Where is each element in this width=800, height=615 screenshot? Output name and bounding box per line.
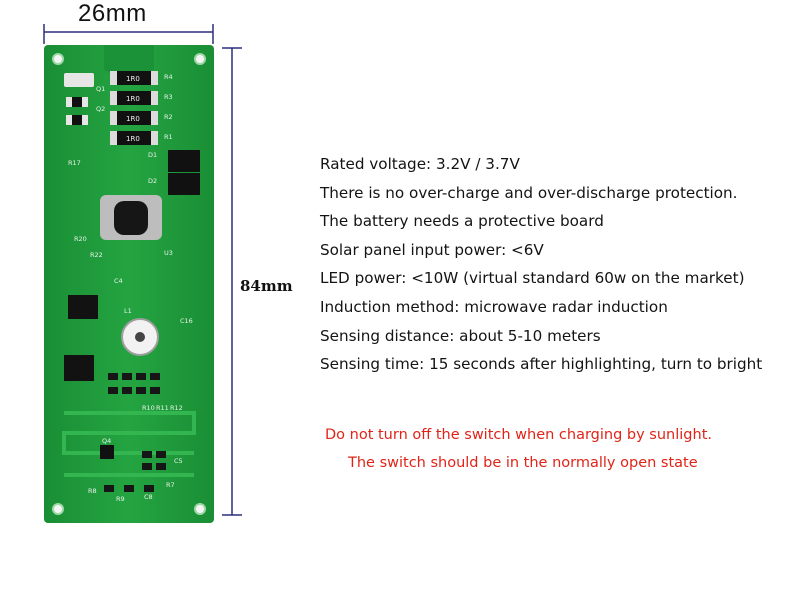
spec-solar-input: Solar panel input power: <6V xyxy=(320,240,544,259)
spec-no-protection: There is no over-charge and over-dischar… xyxy=(320,183,738,202)
svg-text:R4: R4 xyxy=(164,73,173,81)
svg-text:C8: C8 xyxy=(144,493,153,501)
spec-rated-voltage: Rated voltage: 3.2V / 3.7V xyxy=(320,155,520,173)
spec-led-power: LED power: <10W (virtual standard 60w on… xyxy=(320,269,745,288)
svg-text:Q4: Q4 xyxy=(102,437,111,445)
svg-text:1R0: 1R0 xyxy=(126,75,140,83)
svg-text:Q1: Q1 xyxy=(96,85,105,93)
warning-note-normally-open: The switch should be in the normally ope… xyxy=(348,455,698,471)
svg-text:D2: D2 xyxy=(148,177,157,185)
svg-text:C5: C5 xyxy=(174,457,183,465)
spec-list: Rated voltage: 3.2V / 3.7V There is no o… xyxy=(320,150,762,379)
svg-text:D1: D1 xyxy=(148,151,157,159)
svg-text:R2: R2 xyxy=(164,113,173,121)
svg-text:R17: R17 xyxy=(68,159,81,167)
svg-text:R9: R9 xyxy=(116,495,125,503)
spec-protective-board: The battery needs a protective board xyxy=(320,212,604,231)
svg-text:R8: R8 xyxy=(88,487,97,495)
svg-text:L1: L1 xyxy=(124,307,132,315)
svg-text:R12: R12 xyxy=(170,404,183,412)
svg-text:1R0: 1R0 xyxy=(126,135,140,143)
warning-note-switch-charging: Do not turn off the switch when charging… xyxy=(325,427,712,443)
svg-text:R10: R10 xyxy=(142,404,155,412)
svg-text:R22: R22 xyxy=(90,251,103,259)
svg-text:R3: R3 xyxy=(164,93,173,101)
svg-text:1R0: 1R0 xyxy=(126,95,140,103)
svg-text:U3: U3 xyxy=(164,249,173,257)
svg-text:R7: R7 xyxy=(166,481,175,489)
warning-notes: Do not turn off the switch when charging… xyxy=(325,424,745,480)
svg-text:R1: R1 xyxy=(164,133,173,141)
height-dimension-label: 84mm xyxy=(240,277,293,295)
svg-text:C4: C4 xyxy=(114,277,123,285)
svg-text:C16: C16 xyxy=(180,317,193,325)
svg-text:R11: R11 xyxy=(156,404,169,412)
svg-text:Q2: Q2 xyxy=(96,105,105,113)
width-dimension-label: 26mm xyxy=(78,0,147,27)
spec-sensing-time: Sensing time: 15 seconds after highlight… xyxy=(320,355,763,374)
spec-induction-method: Induction method: microwave radar induct… xyxy=(320,297,668,316)
svg-text:1R0: 1R0 xyxy=(126,115,140,123)
svg-text:R20: R20 xyxy=(74,235,87,243)
spec-sensing-distance: Sensing distance: about 5-10 meters xyxy=(320,326,601,345)
